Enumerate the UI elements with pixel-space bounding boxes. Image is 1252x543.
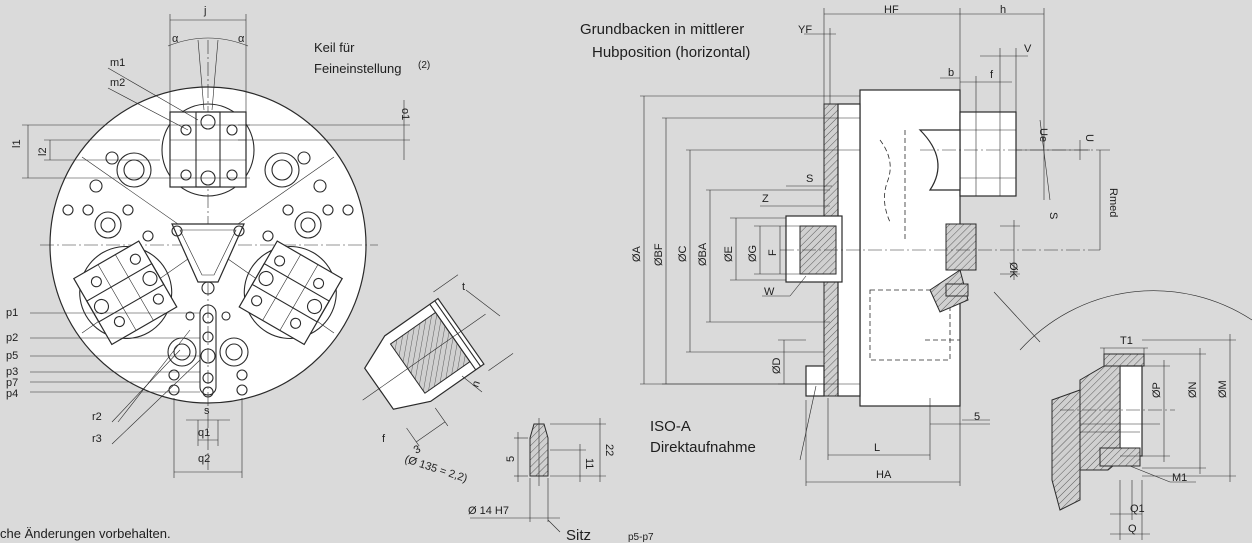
label-h: h	[1000, 4, 1006, 16]
label-r3: r3	[92, 433, 102, 445]
label-l1: l1	[11, 139, 23, 148]
label-l2: l2	[37, 147, 49, 156]
label-A: ØA	[631, 245, 643, 262]
label-h22: 22	[603, 444, 615, 456]
keil-title-line1: Keil für	[314, 40, 355, 55]
label-BF: ØBF	[653, 243, 665, 266]
label-M: ØM	[1217, 380, 1229, 398]
label-n: n	[470, 379, 483, 389]
label-ratio: (Ø 135 = 2,2)	[403, 453, 469, 485]
detail-view: T1 ØP ØN ØM M1 Q1 Q	[1019, 290, 1252, 540]
label-p2: p2	[6, 332, 18, 344]
label-q2: q2	[198, 453, 210, 465]
label-K: ØK	[1007, 262, 1019, 279]
label-S-top: S	[1047, 212, 1059, 219]
base-jaw	[959, 111, 1017, 197]
label-angle: 3	[412, 443, 423, 456]
label-p5-p7: p5-p7	[628, 532, 654, 543]
label-five: 5	[974, 411, 980, 423]
label-T1: T1	[1120, 335, 1133, 347]
label-D: ØD	[771, 357, 783, 374]
label-p5: p5	[6, 350, 18, 362]
keil-title-sup: (2)	[418, 60, 430, 71]
label-f-side: f	[990, 69, 994, 81]
label-M1: M1	[1172, 472, 1187, 484]
grundbacken-title-line2: Hubposition (horizontal)	[592, 44, 750, 61]
bottom-bore-group	[167, 304, 249, 398]
iso-line2: Direktaufnahme	[650, 439, 756, 456]
label-h11: 11	[583, 458, 595, 469]
label-YF: YF	[798, 24, 812, 36]
iso-line1: ISO-A	[650, 418, 691, 435]
wedge-detail: t n f 3 (Ø 135 = 2,2)	[362, 274, 514, 485]
keil-title-line2: Feineinstellung	[314, 61, 401, 76]
label-m1: m1	[110, 57, 125, 69]
pin-detail: 5 22 11 Ø 14 H7 Sitz p5-p7	[468, 418, 654, 543]
label-b: b	[948, 67, 954, 79]
label-W: W	[764, 286, 775, 298]
label-f-wedge: f	[382, 433, 386, 445]
label-sitz: Sitz	[566, 527, 591, 543]
label-p4: p4	[6, 388, 18, 400]
label-P: ØP	[1151, 382, 1163, 398]
top-jaw	[161, 103, 255, 197]
label-p1: p1	[6, 307, 18, 319]
footer-note: che Änderungen vorbehalten.	[0, 526, 171, 541]
label-m2: m2	[110, 77, 125, 89]
center-triangle	[171, 223, 245, 283]
label-HF: HF	[884, 4, 899, 16]
label-F: F	[767, 249, 779, 256]
label-p7: p7	[6, 377, 18, 389]
label-alpha-left: α	[172, 33, 179, 45]
label-q1: q1	[198, 427, 210, 439]
label-S-mid: S	[806, 173, 813, 185]
label-t: t	[462, 281, 465, 293]
label-BA: ØBA	[697, 242, 709, 266]
label-h5: 5	[505, 456, 517, 462]
label-L: L	[874, 442, 880, 454]
lower-left-jaw	[72, 240, 178, 346]
label-o1: o1	[399, 108, 411, 120]
lower-right-jaw	[238, 240, 344, 346]
label-G: ØG	[747, 245, 759, 262]
label-dia14: Ø 14 H7	[468, 505, 509, 517]
chuck-side-view: Grundbacken in mittlerer Hubposition (ho…	[580, 4, 1119, 486]
front-view-dimensions	[22, 14, 410, 478]
label-alpha-right: α	[238, 33, 245, 45]
label-E: ØE	[723, 246, 735, 262]
label-r2: r2	[92, 411, 102, 423]
label-Z: Z	[762, 193, 769, 205]
label-V: V	[1024, 43, 1032, 55]
label-Q: Q	[1128, 523, 1137, 535]
chuck-front-view: Keil für Feineinstellung (2) j α α m1 m2…	[6, 5, 430, 478]
label-U: U	[1083, 134, 1095, 142]
grundbacken-title-line1: Grundbacken in mittlerer	[580, 21, 744, 38]
label-C: ØC	[677, 245, 689, 262]
label-HA: HA	[876, 469, 892, 481]
label-Ue: Ue	[1037, 128, 1049, 142]
label-p3: p3	[6, 366, 18, 378]
label-Q1: Q1	[1130, 503, 1145, 515]
label-N: ØN	[1187, 381, 1199, 398]
label-j: j	[203, 5, 206, 17]
label-Rmed: Rmed	[1107, 188, 1119, 217]
side-view-dimensions	[640, 8, 1101, 486]
label-s: s	[204, 405, 210, 417]
